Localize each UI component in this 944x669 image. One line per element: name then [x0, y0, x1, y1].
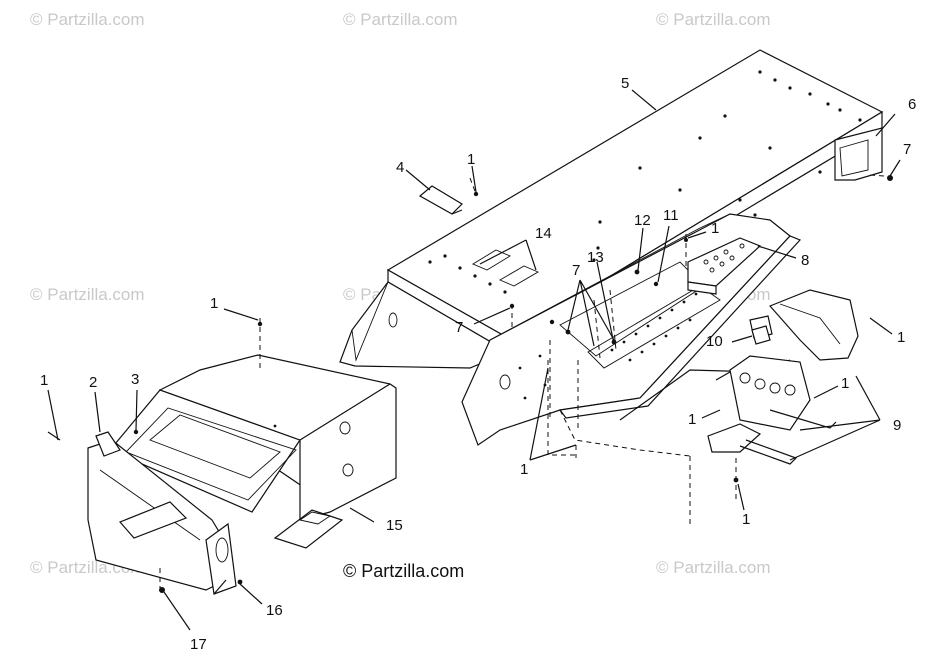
watermark: © Partzilla.com [30, 10, 145, 29]
watermark: © Partzilla.com [30, 285, 145, 304]
callout-1: 1 [742, 511, 751, 528]
callout-5: 5 [621, 75, 630, 92]
watermark: © Partzilla.com [656, 558, 771, 577]
callout-1: 1 [711, 220, 720, 237]
callout-1: 1 [467, 151, 476, 168]
callout-7: 7 [572, 262, 581, 279]
callout-1: 1 [210, 295, 219, 312]
callout-4: 4 [396, 159, 405, 176]
callout-1: 1 [688, 411, 697, 428]
tunnel-rivets [428, 70, 862, 294]
callout-13: 13 [587, 249, 604, 266]
callout-16: 16 [266, 602, 283, 619]
leader-lines [47, 89, 901, 631]
callout-2: 2 [89, 374, 98, 391]
watermark: © Partzilla.com [343, 10, 458, 29]
callout-6: 6 [908, 96, 917, 113]
callout-7: 7 [455, 319, 464, 336]
fasteners [133, 175, 893, 593]
callout-17: 17 [190, 636, 207, 653]
callout-15: 15 [386, 517, 403, 534]
callout-1: 1 [897, 329, 906, 346]
callout-11: 11 [663, 207, 679, 224]
bracket-part [687, 237, 762, 295]
callout-1: 1 [40, 372, 49, 389]
callout-14: 14 [535, 225, 552, 242]
decal-part [418, 185, 463, 215]
callout-3: 3 [131, 371, 140, 388]
front-frame-part [87, 431, 237, 595]
callout-10: 10 [706, 333, 723, 350]
callout-12: 12 [634, 212, 651, 229]
callout-1: 1 [841, 375, 850, 392]
spring-bracket-part [707, 289, 859, 465]
copyright-credit: © Partzilla.com [343, 561, 465, 581]
callout-9: 9 [893, 417, 902, 434]
front-bulkhead-part [109, 354, 397, 549]
callout-7: 7 [903, 141, 912, 158]
block-part [751, 325, 771, 345]
callout-8: 8 [801, 252, 810, 269]
callout-1: 1 [520, 461, 529, 478]
watermark: © Partzilla.com [656, 10, 771, 29]
assembly-lines [159, 174, 885, 588]
